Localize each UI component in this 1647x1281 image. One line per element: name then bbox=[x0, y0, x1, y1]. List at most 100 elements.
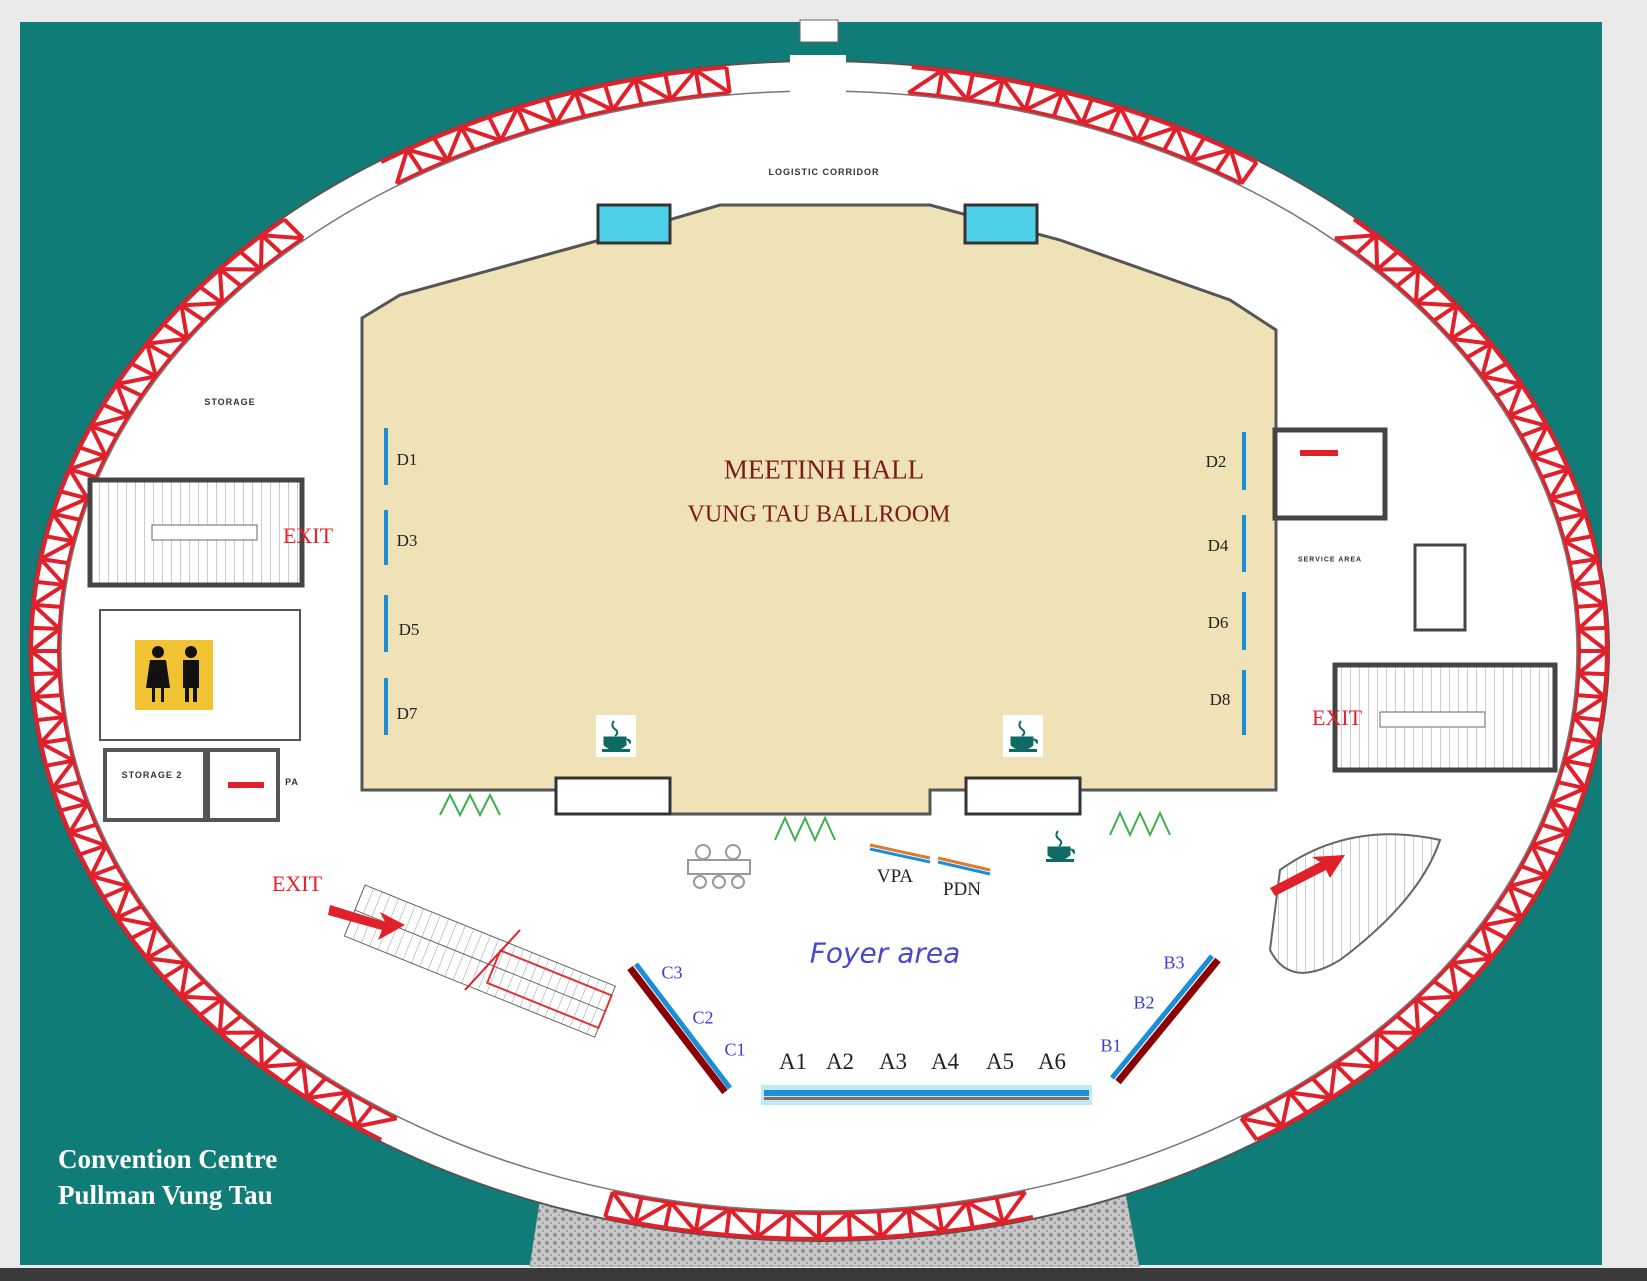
truss-member bbox=[31, 581, 39, 606]
truss-member bbox=[51, 786, 89, 806]
booth-a3: A3 bbox=[878, 1049, 908, 1074]
truss-member bbox=[1564, 534, 1593, 544]
truss-member bbox=[1289, 1090, 1332, 1101]
truss-member bbox=[1548, 802, 1571, 834]
truss-member bbox=[421, 158, 449, 174]
truss-member bbox=[1508, 874, 1548, 889]
service-area-label: SERVICE AREA bbox=[1297, 556, 1363, 564]
truss-member bbox=[34, 558, 43, 583]
truss-member bbox=[1163, 148, 1192, 163]
truss-member bbox=[1395, 267, 1420, 288]
truss-member bbox=[1556, 760, 1567, 783]
truss-member bbox=[405, 148, 424, 173]
truss-member bbox=[38, 742, 49, 767]
corridor-label: LOGISTIC CORRIDOR bbox=[768, 167, 880, 177]
truss-member bbox=[1589, 535, 1600, 560]
truss-member bbox=[1352, 1065, 1378, 1085]
truss-member bbox=[34, 719, 43, 744]
truss-member bbox=[876, 1211, 883, 1238]
truss-member bbox=[603, 84, 615, 111]
truss-member bbox=[1571, 584, 1579, 608]
truss-member bbox=[1548, 468, 1571, 500]
truss-member bbox=[260, 217, 286, 237]
truss-member bbox=[575, 83, 606, 94]
truss-member bbox=[665, 68, 696, 77]
truss-member bbox=[965, 73, 975, 101]
truss-member bbox=[1432, 319, 1453, 341]
truss-member bbox=[301, 1063, 310, 1099]
truss-member bbox=[1480, 925, 1493, 959]
truss-member bbox=[1508, 884, 1536, 900]
truss-member bbox=[940, 68, 969, 102]
truss-member bbox=[239, 1014, 263, 1035]
truss-member bbox=[1604, 627, 1609, 652]
truss-member bbox=[1507, 885, 1523, 919]
truss-member bbox=[940, 1200, 969, 1234]
truss-member bbox=[1240, 1116, 1283, 1129]
truss-member bbox=[1189, 147, 1232, 163]
truss-member bbox=[879, 1207, 910, 1239]
truss-member bbox=[1545, 853, 1561, 877]
truss-member bbox=[1577, 671, 1606, 699]
truss-member bbox=[1541, 467, 1570, 480]
door-d5: D5 bbox=[398, 620, 420, 639]
truss-member bbox=[1520, 864, 1548, 878]
truss-member bbox=[89, 875, 106, 899]
truss-member bbox=[1081, 121, 1111, 134]
truss-member bbox=[50, 490, 63, 515]
truss-member bbox=[1539, 476, 1553, 500]
truss-member bbox=[663, 73, 673, 101]
truss-member bbox=[499, 106, 520, 142]
truss-member bbox=[146, 336, 188, 346]
booths-b-bar bbox=[1115, 957, 1221, 1085]
truss-member bbox=[258, 235, 264, 270]
door-d1: D1 bbox=[396, 450, 418, 469]
truss-member bbox=[1494, 885, 1511, 908]
truss-member bbox=[1602, 673, 1609, 698]
truss-member bbox=[1575, 490, 1588, 515]
truss-member bbox=[1355, 233, 1378, 256]
truss-member bbox=[60, 801, 89, 813]
truss-member bbox=[1449, 961, 1476, 980]
truss-member bbox=[259, 1030, 283, 1050]
truss-member bbox=[115, 362, 134, 386]
truss-member bbox=[179, 962, 190, 997]
truss-member bbox=[1053, 114, 1083, 126]
truss-member bbox=[1495, 382, 1522, 398]
booth-a1: A1 bbox=[778, 1049, 808, 1074]
truss-member bbox=[32, 583, 66, 607]
truss-member bbox=[1375, 1030, 1399, 1052]
truss-member bbox=[29, 649, 61, 675]
truss-member bbox=[115, 414, 131, 437]
hall-name: MEETINH HALL bbox=[723, 454, 925, 485]
truss-member bbox=[1573, 715, 1602, 723]
truss-member bbox=[1575, 787, 1588, 812]
truss-member bbox=[473, 138, 502, 153]
truss-member bbox=[1489, 937, 1509, 960]
truss-member bbox=[694, 1207, 731, 1234]
truss-member bbox=[1566, 468, 1580, 493]
truss-member bbox=[935, 69, 945, 97]
truss-member bbox=[395, 170, 423, 186]
truss-member bbox=[1578, 625, 1607, 631]
truss-member bbox=[1519, 896, 1537, 920]
booth-a6: A6 bbox=[1037, 1049, 1067, 1074]
truss-member bbox=[1480, 375, 1498, 398]
truss-member bbox=[966, 1195, 997, 1205]
truss-member bbox=[79, 445, 107, 459]
truss-member bbox=[446, 148, 475, 163]
truss-member bbox=[1576, 628, 1581, 652]
restroom-figures bbox=[146, 646, 199, 702]
truss-member bbox=[1051, 91, 1065, 118]
truss-member bbox=[1495, 904, 1522, 920]
door-markers bbox=[384, 428, 1246, 735]
truss-member bbox=[89, 403, 106, 427]
truss-member bbox=[1060, 90, 1084, 125]
truss-member bbox=[459, 126, 476, 152]
truss-member bbox=[433, 125, 462, 140]
truss-member bbox=[846, 1212, 852, 1239]
truss-member bbox=[1494, 394, 1511, 417]
truss-member bbox=[1557, 511, 1586, 522]
truss-member bbox=[32, 671, 61, 699]
truss-member bbox=[633, 1196, 644, 1224]
